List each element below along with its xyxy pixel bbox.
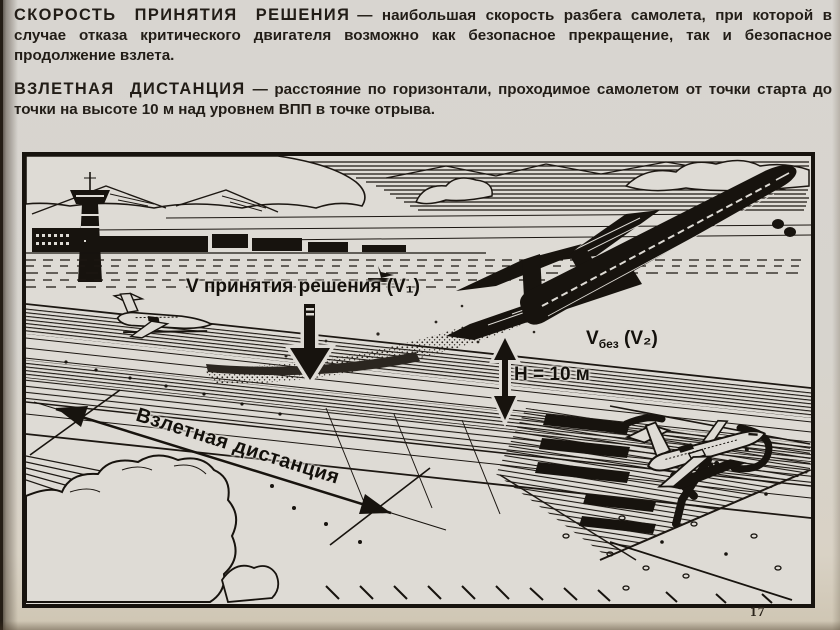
page-edge-shadow-left: [0, 0, 18, 630]
climbing-aircraft: [446, 165, 797, 340]
dust-cloud: [26, 454, 280, 603]
definition-takeoff-distance-body: — расстояние по горизонтали, проходимое …: [14, 81, 832, 118]
page-edge-shadow-right: [832, 0, 840, 630]
starting-aircraft: [112, 292, 214, 339]
takeoff-illustration-frame: V принятия решения (V₁) Vбез (V₂) H = 10…: [22, 152, 815, 608]
takeoff-illustration: [26, 156, 811, 604]
definition-decision-speed-body: — наибольшая скорость разбега самолета, …: [14, 7, 832, 64]
page-edge-shadow-bottom: [0, 621, 840, 630]
page-number: 17: [750, 604, 766, 619]
term-takeoff-distance: ВЗЛЕТНАЯ ДИСТАНЦИЯ: [14, 80, 246, 98]
label-safety-speed: Vбез (V₂): [586, 328, 658, 351]
label-decision-speed: V принятия решения (V₁): [186, 276, 420, 297]
airport-buildings: [26, 228, 486, 254]
page-edge-line: [0, 0, 3, 630]
definition-decision-speed: СКОРОСТЬ ПРИНЯТИЯ РЕШЕНИЯ— наибольшая ск…: [14, 5, 832, 66]
term-decision-speed: СКОРОСТЬ ПРИНЯТИЯ РЕШЕНИЯ: [14, 6, 351, 24]
definitions-text: СКОРОСТЬ ПРИНЯТИЯ РЕШЕНИЯ— наибольшая ск…: [14, 5, 832, 120]
label-screen-height: H = 10 м: [514, 364, 590, 385]
mountains-left: [31, 185, 279, 215]
height-arrow: [489, 331, 521, 428]
definition-takeoff-distance: ВЗЛЕТНАЯ ДИСТАНЦИЯ— расстояние по горизо…: [14, 79, 832, 120]
decision-point-arrow: [283, 300, 337, 387]
takeoff-distance-arrow: [29, 389, 447, 546]
ground-specks: [64, 360, 793, 604]
apron-hatching: [26, 259, 806, 288]
distant-boat: [362, 266, 404, 285]
taxiing-aircraft: [624, 419, 766, 490]
